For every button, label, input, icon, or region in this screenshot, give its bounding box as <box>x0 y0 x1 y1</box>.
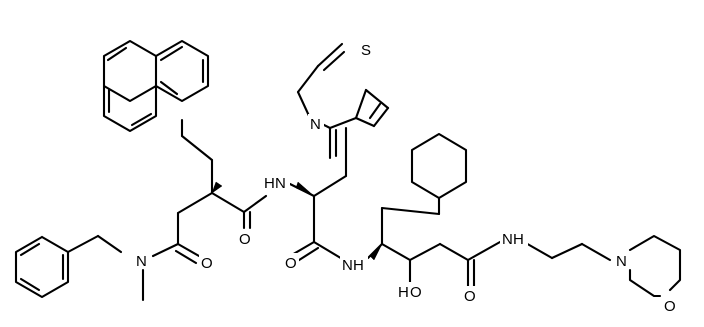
atom-o-amide-2b: O <box>285 255 297 272</box>
atom-h-3: H <box>513 231 524 248</box>
cyclohexyl-group <box>380 132 468 246</box>
atom-n-benzyl: N <box>136 253 147 270</box>
backbone-2 <box>288 126 348 264</box>
atom-o-amide-1: O <box>201 255 213 272</box>
thiazole-ring <box>296 42 390 160</box>
atom-h-2: H <box>353 257 364 274</box>
atom-nh-2: N <box>342 257 353 274</box>
benzyl-group <box>14 234 123 299</box>
atom-s-thiazole: S <box>361 42 371 59</box>
atom-o-amide-2: O <box>239 231 251 248</box>
atom-labels: N O H N O N S O N H H O O N H N O <box>134 40 680 315</box>
atom-nh-1: N <box>275 175 286 192</box>
atom-o-morpholine: O <box>664 298 676 315</box>
atom-o-hydroxyl: O <box>410 284 422 301</box>
atom-h-hydroxyl: H <box>398 284 409 301</box>
atom-o-amide-3: O <box>464 288 476 305</box>
n-methyl-amide <box>141 191 214 302</box>
atom-nh-3: N <box>502 231 513 248</box>
backbone-3 <box>366 240 612 288</box>
backbone-1 <box>180 118 268 230</box>
naphthalene-ring <box>102 39 210 133</box>
morpholine-ring <box>628 234 682 298</box>
atom-n-thiazole: N <box>310 116 321 133</box>
atom-n-morpholine: N <box>616 253 627 270</box>
atom-h-1: H <box>264 175 275 192</box>
